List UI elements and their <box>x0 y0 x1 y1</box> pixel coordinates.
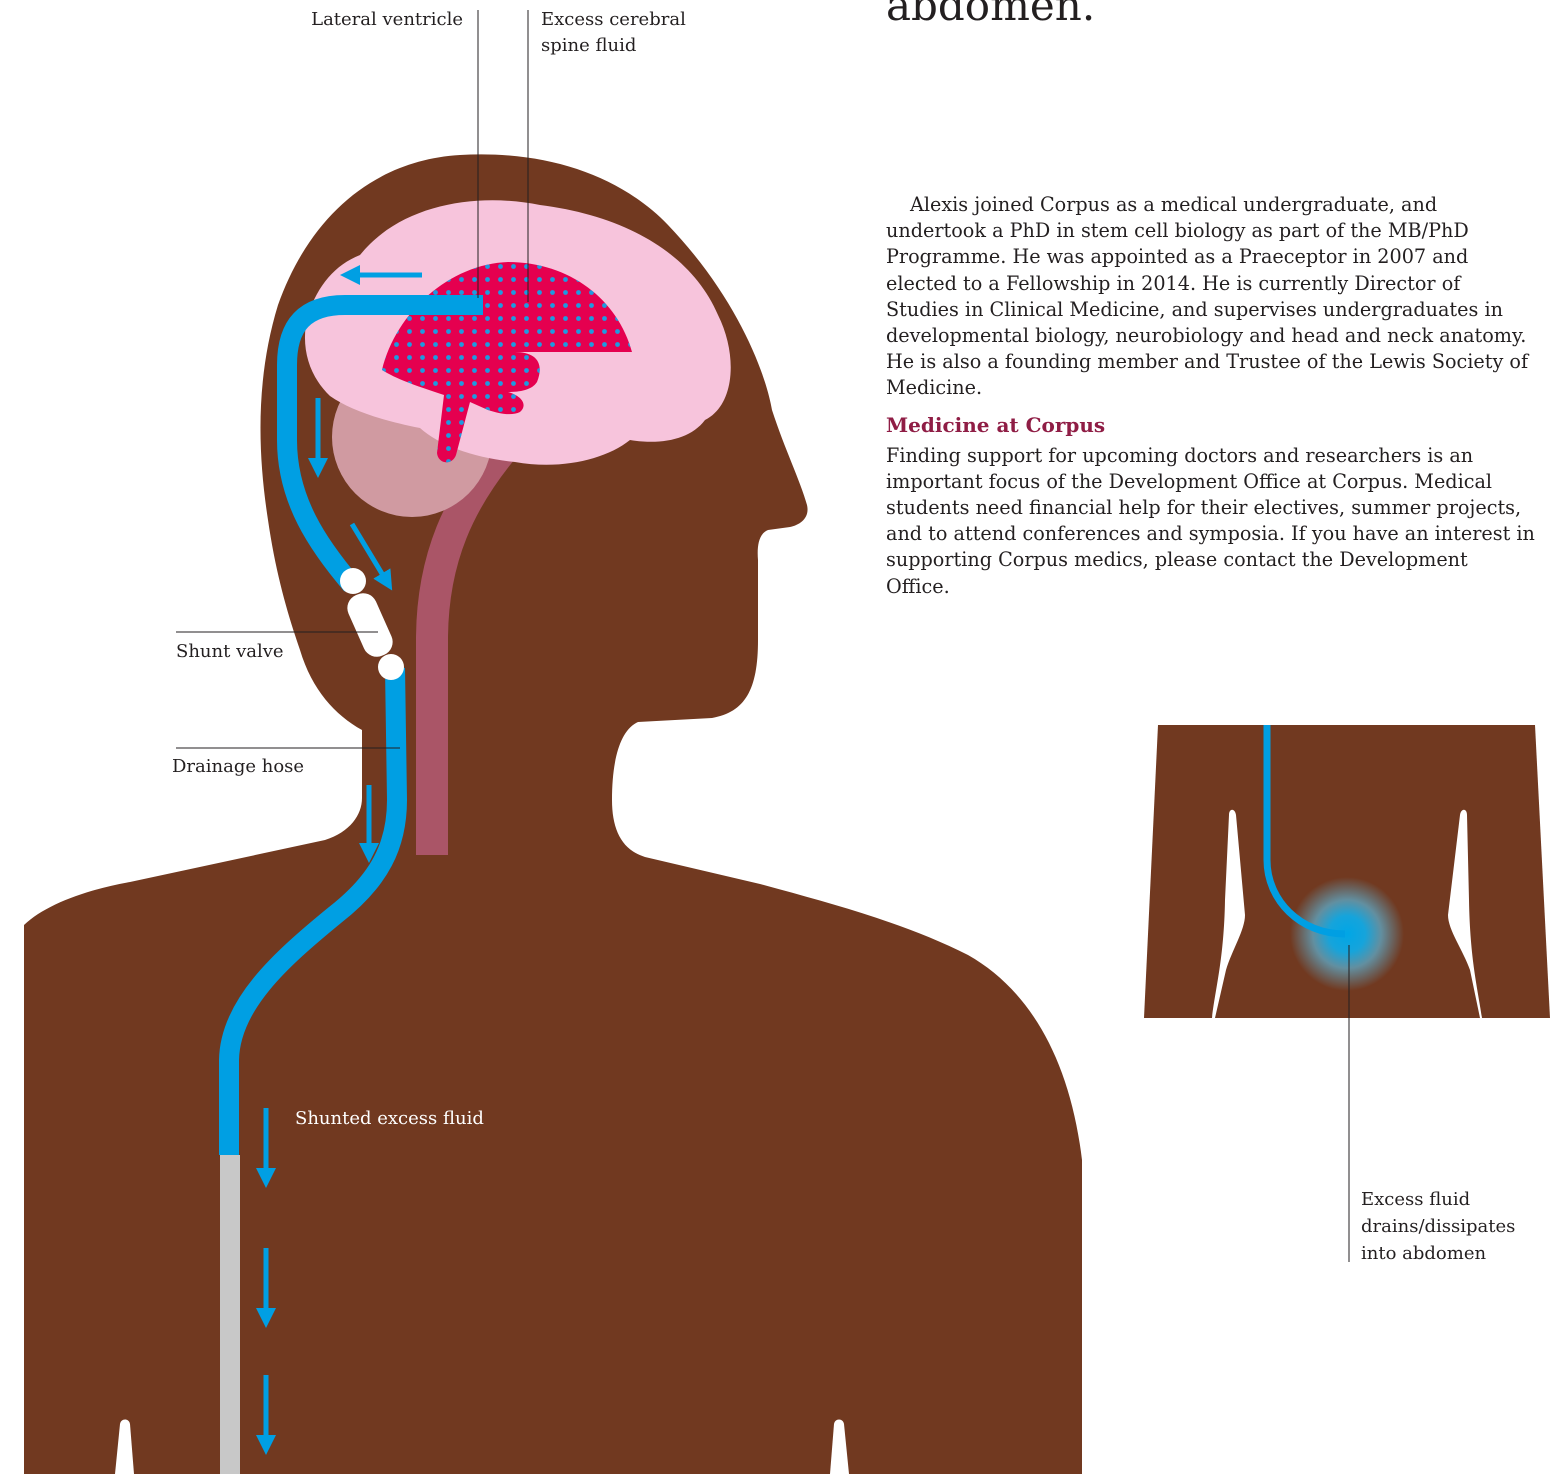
bio-paragraph: Alexis joined Corpus as a medical underg… <box>886 192 1536 402</box>
label-excess-csf-line-2: spine fluid <box>541 35 636 56</box>
fluid-dissipation-glow <box>1290 877 1404 991</box>
label-abdomen-line-3: into abdomen <box>1361 1243 1486 1264</box>
pull-quote-tail: abdomen.” <box>886 0 1117 30</box>
abdomen-inset <box>1144 725 1550 1018</box>
label-abdomen-line-2: drains/dissipates <box>1361 1216 1515 1237</box>
valve-bottom-bulb <box>378 654 404 680</box>
section-heading: Medicine at Corpus <box>886 412 1536 438</box>
label-shunted-fluid: Shunted excess fluid <box>295 1108 484 1129</box>
label-excess-csf: Excess cerebral spine fluid <box>541 9 692 56</box>
article-text: Alexis joined Corpus as a medical underg… <box>886 192 1536 600</box>
label-shunt-valve: Shunt valve <box>176 641 284 662</box>
valve-top-bulb <box>340 568 366 594</box>
label-drainage-hose: Drainage hose <box>172 756 304 777</box>
label-lateral-ventricle: Lateral ventricle <box>311 9 463 30</box>
label-abdomen-line-1: Excess fluid <box>1361 1189 1470 1210</box>
section-paragraph: Finding support for upcoming doctors and… <box>886 443 1536 600</box>
label-excess-csf-line-1: Excess cerebral <box>541 9 686 30</box>
label-abdomen-note: Excess fluid drains/dissipates into abdo… <box>1361 1189 1521 1264</box>
